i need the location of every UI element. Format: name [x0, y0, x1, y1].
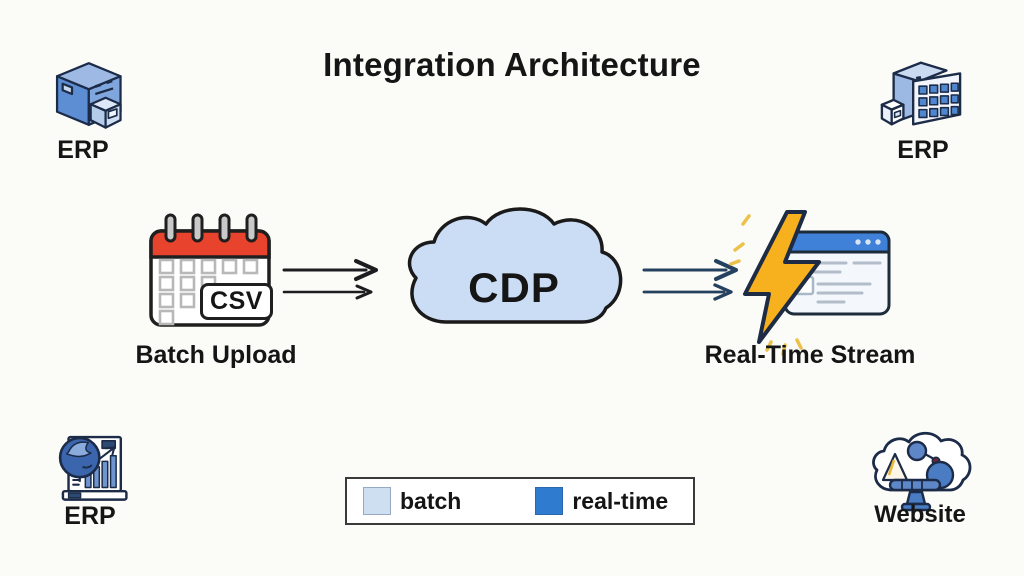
legend-swatch-batch	[363, 487, 391, 515]
erp-building-icon	[880, 61, 962, 126]
legend-label-batch: batch	[400, 487, 462, 514]
legend-item-batch: batch	[363, 487, 461, 515]
page-title: Integration Architecture	[323, 46, 701, 83]
arrows-batch-to-cdp	[282, 259, 378, 300]
legend: batch real-time	[345, 477, 695, 525]
lightning-icon	[729, 210, 821, 356]
realtime-stream-label: Real-Time Stream	[704, 341, 916, 369]
erp-bottom-left-label: ERP	[64, 502, 116, 530]
erp-server-box-icon	[55, 62, 122, 129]
website-cloud-icon	[872, 431, 972, 512]
legend-item-realtime: real-time	[535, 487, 668, 515]
csv-badge: CSV	[200, 283, 273, 320]
calendar-icon	[149, 213, 271, 327]
batch-upload-label: Batch Upload	[135, 341, 297, 369]
bolt-shape	[743, 210, 821, 344]
erp-top-right-label: ERP	[897, 136, 949, 164]
analytics-globe-icon	[58, 435, 128, 501]
cloud-icon	[407, 207, 623, 324]
cloud-shape	[407, 207, 623, 324]
legend-swatch-realtime	[535, 487, 564, 515]
website-label: Website	[874, 501, 966, 528]
erp-top-left-label: ERP	[57, 136, 109, 164]
legend-label-realtime: real-time	[572, 487, 669, 514]
cdp-label: CDP	[468, 264, 560, 311]
calendar-header	[149, 229, 271, 259]
arrows-cdp-to-realtime	[642, 259, 738, 301]
